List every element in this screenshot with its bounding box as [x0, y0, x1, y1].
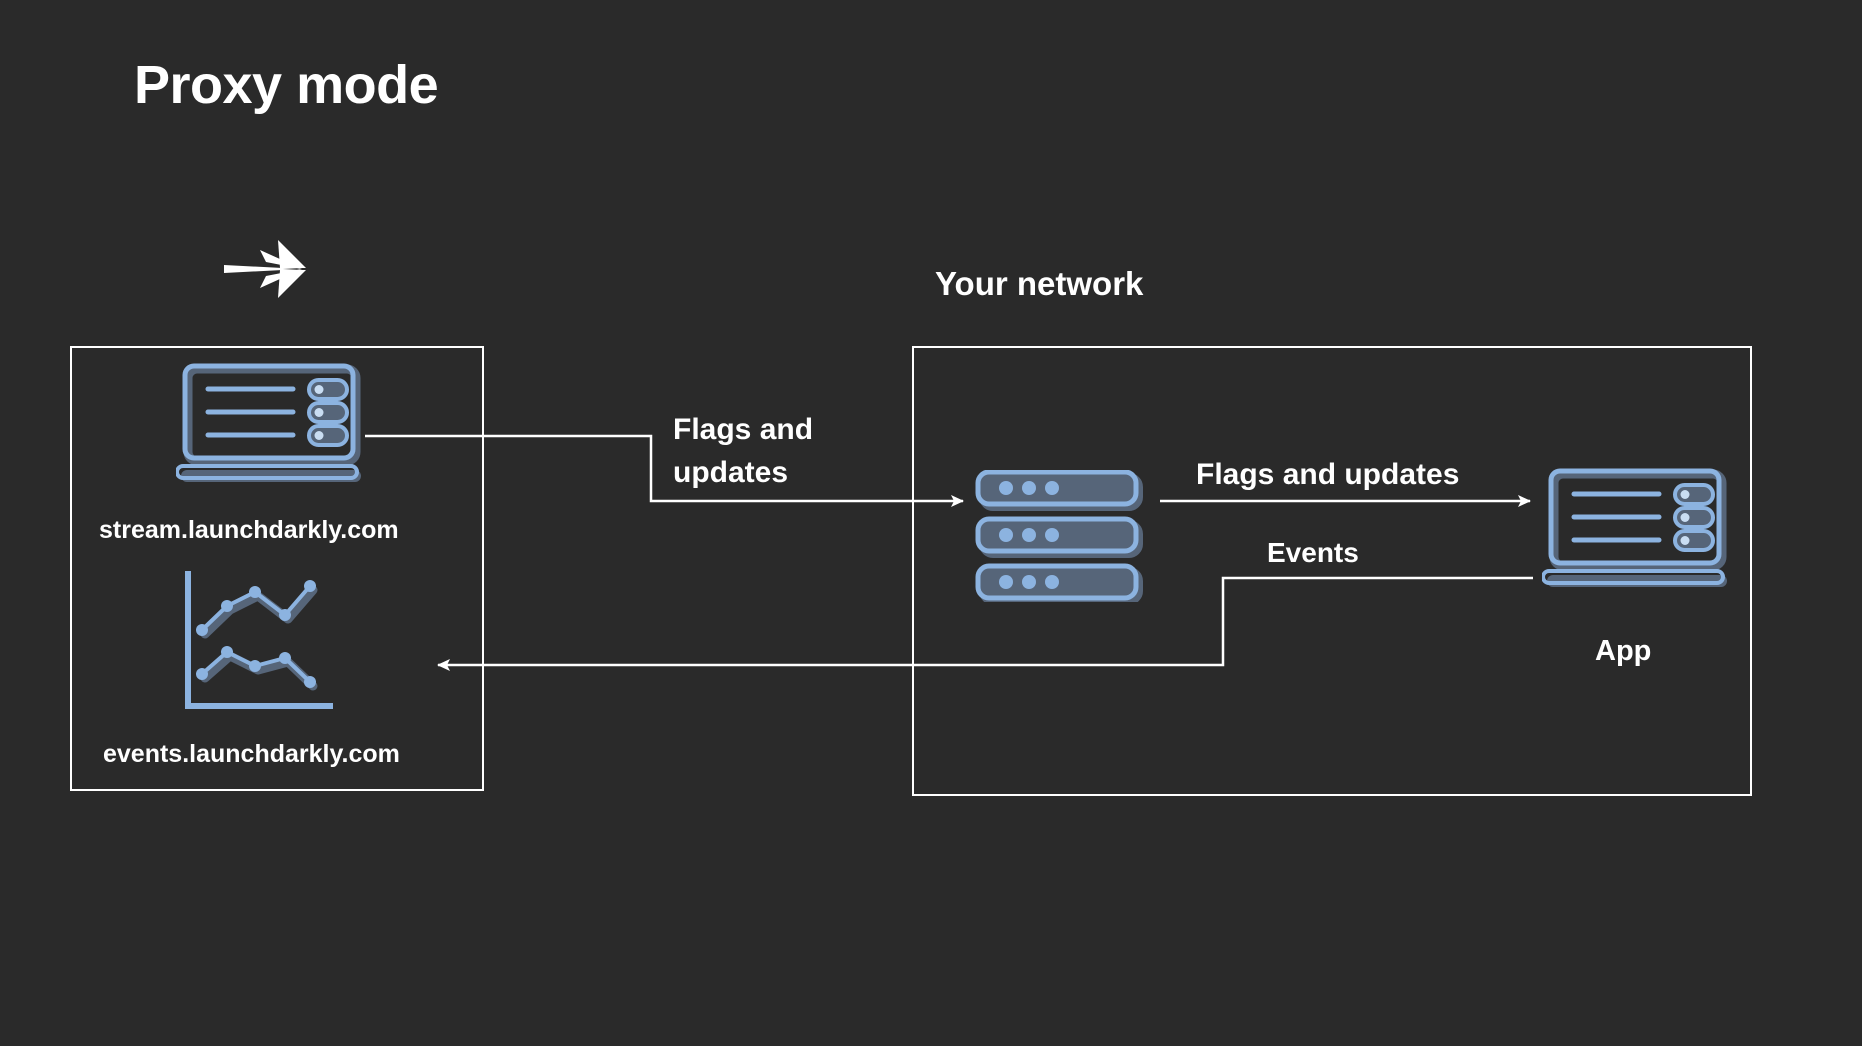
line-chart-icon [180, 570, 345, 715]
network-boundary-box [912, 346, 1752, 796]
edge-label-events: Events [1267, 537, 1359, 568]
node-label-stream: stream.launchdarkly.com [99, 516, 399, 544]
network-box-title: Your network [935, 265, 1144, 302]
laptop-flags-icon [175, 363, 366, 485]
edge-label-flags-and-updates-left: Flags and updates [673, 413, 814, 489]
server-stack-icon [975, 469, 1145, 605]
launchdarkly-boundary-box [70, 346, 484, 791]
node-label-events: events.launchdarkly.com [103, 740, 400, 768]
laptop-flags-icon [1541, 468, 1732, 590]
edge-label-flags-and-updates-right: Flags and updates [1196, 458, 1460, 491]
page-title: Proxy mode [134, 55, 439, 115]
node-label-app: App [1595, 635, 1652, 667]
launchdarkly-arrow-icon [222, 238, 308, 300]
